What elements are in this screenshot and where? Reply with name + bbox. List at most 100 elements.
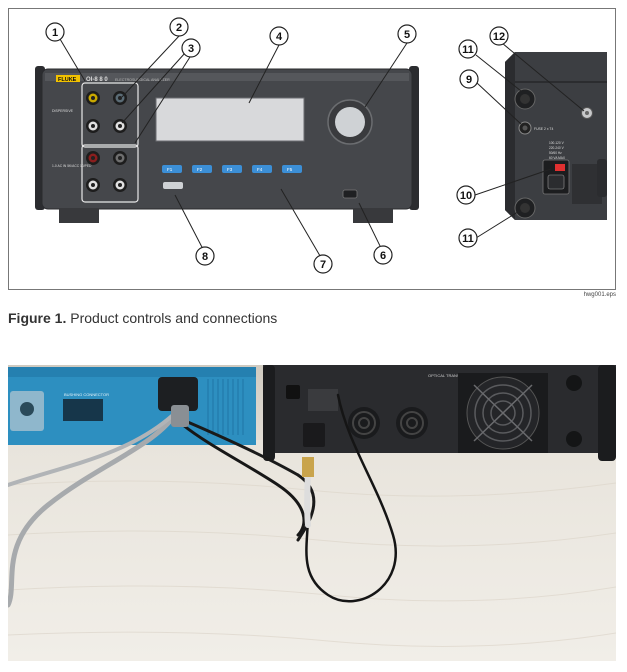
blue-unit-connector[interactable]: [20, 402, 34, 416]
dark-unit-small-fan-1: [348, 407, 380, 439]
softkey-f4-label: F4: [257, 167, 263, 172]
black-cable-3: [305, 393, 397, 603]
ground-terminal[interactable]: [581, 107, 593, 119]
leader-lines: [59, 34, 585, 262]
dark-unit-right-foot: [598, 365, 616, 461]
right-foot: [353, 209, 393, 223]
callout-10: 10: [456, 185, 476, 205]
fuse-label: FUSE 2 x T4: [534, 127, 553, 131]
rear-seam: [515, 81, 607, 83]
jack-7[interactable]: [86, 178, 100, 192]
caption-text: Product controls and connections: [66, 310, 278, 326]
rear-power-switch[interactable]: [555, 164, 565, 171]
rating-line-4: 60 VA MAX: [549, 156, 566, 160]
rear-foot-bottom: [514, 197, 536, 219]
model-text: OI-8 8 0: [86, 77, 108, 83]
black-cable-2: [181, 418, 300, 477]
svg-text:1: 1: [52, 27, 58, 39]
softkey-f5[interactable]: [282, 165, 302, 173]
blue-unit-body: [8, 367, 256, 445]
jack-group-bottom: [81, 144, 139, 203]
softkey-f2-label: F2: [197, 167, 203, 172]
dark-unit-left-foot: [263, 365, 275, 461]
callout-8: 8: [195, 246, 215, 266]
softkey-f5-label: F5: [287, 167, 293, 172]
blue-unit-socket[interactable]: [158, 377, 198, 411]
softkey-f2[interactable]: [192, 165, 212, 173]
rating-line-3: 50/60 Hz: [549, 151, 562, 155]
svg-text:6: 6: [380, 250, 386, 262]
figure-1-diagram: FLUKE OI-8 8 0 ELECTROSURGICAL ANALYZER …: [8, 8, 616, 290]
svg-text:7: 7: [320, 259, 326, 271]
callout-1: 1: [45, 22, 65, 42]
svg-text:11: 11: [462, 233, 474, 245]
callout-7: 7: [313, 254, 333, 274]
brand-logo: [56, 75, 80, 82]
fuse-holder[interactable]: [518, 121, 532, 135]
callout-2: 2: [169, 17, 189, 37]
callout-5: 5: [397, 24, 417, 44]
function-keys: F1 F2 F3 F4 F5: [162, 165, 302, 173]
rear-side: [505, 52, 515, 220]
blue-unit-label-plate: [63, 399, 103, 421]
softkey-f1[interactable]: [162, 165, 182, 173]
blue-instrument: BUSHING CONNECTOR: [8, 367, 256, 445]
dark-unit-foot-top: [566, 375, 582, 391]
grey-cable: [8, 407, 181, 608]
jack-6[interactable]: [113, 151, 127, 165]
callout-11-bottom: 11: [458, 228, 478, 248]
svg-text:8: 8: [202, 251, 208, 263]
grey-cable-2: [8, 413, 175, 487]
rear-handle: [597, 159, 607, 197]
dispersive-label: DISPERSIVE: [52, 109, 74, 113]
display-screen: [155, 97, 305, 142]
softkey-f3[interactable]: [222, 165, 242, 173]
rotary-knob[interactable]: [327, 99, 373, 145]
dark-unit-power-inlet[interactable]: [303, 423, 325, 447]
callouts: 1 2 3 4 5 6 7 8 9 10 11 11 12: [45, 17, 509, 274]
svg-text:4: 4: [276, 31, 283, 43]
callout-6: 6: [373, 245, 393, 265]
dark-instrument: OPTICAL TRANSMITTER MODULE: [263, 365, 616, 461]
black-cable-1: [181, 423, 306, 537]
jack-1[interactable]: [86, 91, 100, 105]
dark-unit-rating-plate: [308, 389, 338, 411]
svg-text:12: 12: [493, 31, 505, 43]
jack-5[interactable]: [86, 151, 100, 165]
svg-text:3: 3: [188, 43, 194, 55]
callout-3: 3: [181, 38, 201, 58]
blue-unit-label: BUSHING CONNECTOR: [64, 392, 109, 397]
jack-3[interactable]: [86, 119, 100, 133]
back-button[interactable]: [163, 182, 183, 189]
dark-unit-bnc[interactable]: [286, 385, 300, 399]
callout-4: 4: [269, 26, 289, 46]
top-trim: [45, 73, 409, 81]
dark-unit-foot-bottom: [566, 431, 582, 447]
setup-photo-svg: BUSHING CONNECTOR OPTICAL TRANSMITTER MO…: [8, 365, 616, 661]
jack-8[interactable]: [113, 178, 127, 192]
jack-4[interactable]: [113, 119, 127, 133]
dark-unit-small-fan-2: [396, 407, 428, 439]
rear-panel: FUSE 2 x T4 100-120 V 220-240 V 50/60 Hz…: [505, 52, 607, 220]
softkey-f3-label: F3: [227, 167, 233, 172]
callout-11-top: 11: [458, 39, 478, 59]
figure-1-svg: FLUKE OI-8 8 0 ELECTROSURGICAL ANALYZER …: [35, 17, 607, 274]
front-panel: FLUKE OI-8 8 0 ELECTROSURGICAL ANALYZER …: [35, 66, 419, 223]
svg-text:5: 5: [404, 29, 410, 41]
svg-text:10: 10: [460, 190, 472, 202]
jack-2[interactable]: [113, 91, 127, 105]
rear-foot-top: [514, 88, 536, 110]
jack-group-top: [81, 82, 139, 148]
softkey-f1-label: F1: [167, 167, 173, 172]
dark-unit-main-fan: [458, 373, 548, 453]
power-switch[interactable]: [342, 189, 358, 199]
figure-caption: Figure 1. Product controls and connectio…: [8, 310, 277, 326]
setup-photo: BUSHING CONNECTOR OPTICAL TRANSMITTER MO…: [8, 365, 616, 661]
power-inlet[interactable]: [542, 159, 570, 195]
active-label: 1-0 AC IN 5K/ACC 10/PED: [52, 164, 92, 168]
svg-text:9: 9: [466, 74, 472, 86]
softkey-f4[interactable]: [252, 165, 272, 173]
cable-plug: [171, 405, 189, 427]
figure-code: hwg001.eps: [583, 292, 616, 298]
rating-line-2: 220-240 V: [549, 146, 565, 150]
